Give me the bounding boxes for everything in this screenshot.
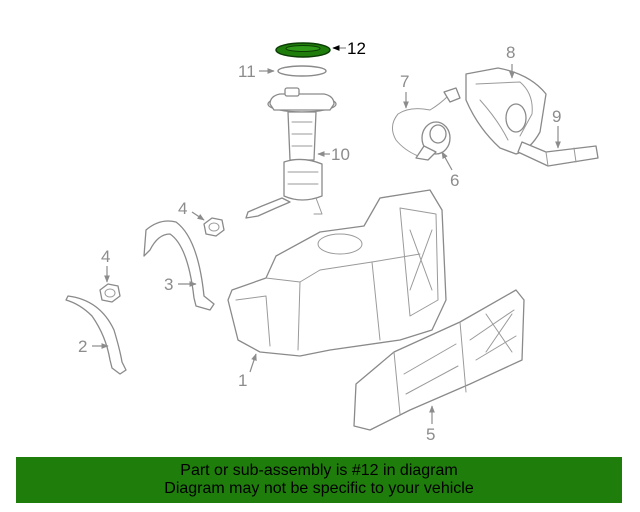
callout-7: 7 [400, 72, 409, 91]
lock-ring-part-12[interactable] [275, 42, 331, 58]
banner-line-disclaimer: Diagram may not be specific to your vehi… [164, 480, 474, 497]
callout-4-upper: 4 [178, 199, 187, 218]
callout-8: 8 [506, 43, 515, 62]
strap-part-2[interactable] [65, 295, 127, 375]
leader-4-upper [191, 211, 205, 221]
valve-part-6[interactable] [415, 121, 451, 161]
strap-part-3[interactable] [143, 220, 215, 311]
callout-3: 3 [164, 275, 173, 294]
skid-plate-part-5[interactable] [353, 289, 525, 431]
vent-hose-part-7[interactable] [392, 87, 461, 157]
nut-part-4-lower[interactable] [99, 283, 121, 303]
callout-5: 5 [426, 425, 435, 444]
callout-11: 11 [238, 62, 256, 81]
seal-part-11[interactable] [277, 65, 327, 77]
callout-2: 2 [78, 337, 87, 356]
info-banner: Part or sub-assembly is #12 in diagram D… [16, 457, 622, 503]
fuel-pump-module-part-10[interactable] [245, 87, 337, 219]
filler-housing-part-8[interactable] [465, 67, 547, 155]
callout-10: 10 [331, 145, 350, 164]
callout-4-lower: 4 [101, 247, 110, 266]
banner-line-part-info: Part or sub-assembly is #12 in diagram [180, 462, 458, 479]
fuel-tank-part-1[interactable] [227, 189, 447, 357]
nut-part-4-upper[interactable] [203, 217, 225, 237]
callout-9: 9 [552, 107, 561, 126]
leader-6 [441, 151, 453, 171]
callout-1: 1 [238, 371, 247, 390]
leader-1 [249, 353, 257, 373]
callout-6: 6 [450, 171, 459, 190]
parts-diagram: 12 11 10 7 6 8 [65, 39, 599, 444]
callout-12: 12 [347, 39, 366, 58]
filler-tube-part-9[interactable] [517, 141, 599, 167]
